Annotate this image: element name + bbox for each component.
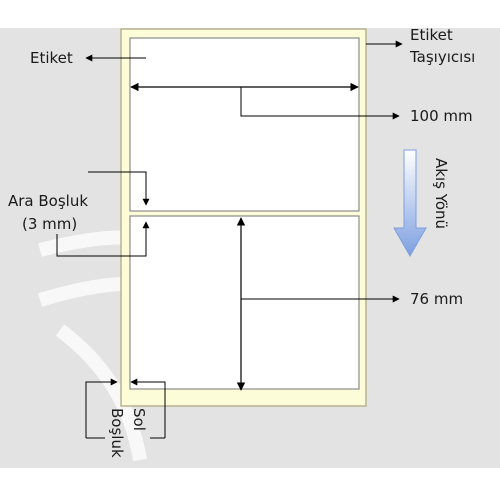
height-caption: 76 mm (410, 290, 463, 308)
width-caption: 100 mm (410, 107, 473, 125)
carrier-caption-line2: Taşıyıcısı (409, 48, 475, 66)
gap-arrow-down (88, 171, 150, 206)
flow-direction-caption: Akış Yönü (432, 158, 450, 229)
label-top (129, 37, 360, 212)
left-margin-arrow-right (130, 378, 166, 438)
label-bottom (129, 215, 360, 390)
label-caption: Etiket (30, 49, 73, 67)
gap-caption-line1: Ara Boşluk (8, 192, 88, 210)
width-leader (240, 87, 398, 117)
left-margin-caption-line1: Sol (130, 408, 148, 431)
gap-arrow-up (56, 221, 150, 257)
carrier-caption-line1: Etiket (410, 26, 453, 44)
flow-direction-arrow (393, 149, 427, 258)
gap-caption-line2: (3 mm) (22, 215, 77, 233)
left-margin-caption-line2: Boşluk (108, 408, 126, 458)
left-margin-arrow-left (85, 378, 118, 438)
